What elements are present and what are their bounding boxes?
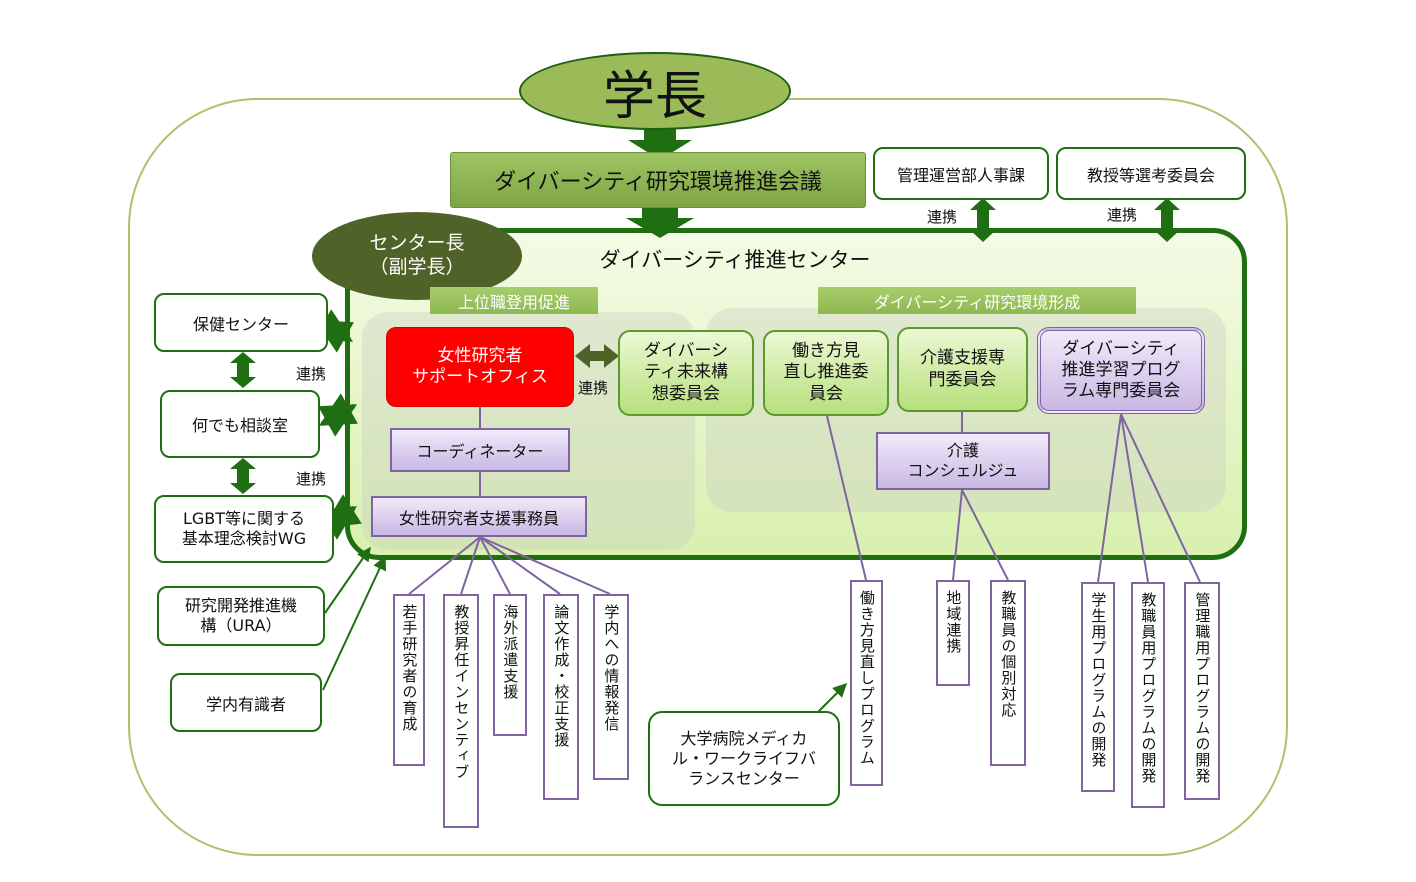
double-arrow-icon (317, 393, 359, 437)
arrow-line (322, 555, 387, 691)
experts-node: 学内有識者 (170, 673, 322, 732)
task-promotion-incentive: 教授昇任インセンティブ (443, 594, 479, 828)
arrow-line (817, 683, 847, 713)
care-committee-label: 介護支援専 門委員会 (920, 348, 1005, 390)
task-student-program: 学生用プログラムの開発 (1081, 582, 1115, 792)
center-head-label: センター長 （副学長） (369, 232, 465, 278)
selection-committee-node: 教授等選考委員会 (1056, 147, 1246, 200)
double-arrow-icon (230, 352, 256, 388)
task-staff-program: 教職員用プログラムの開発 (1131, 582, 1165, 808)
task-overseas-dispatch: 海外派遣支援 (493, 594, 527, 736)
women-researcher-office-node: 女性研究者 サポートオフィス (386, 327, 574, 407)
consultation-room-node: 何でも相談室 (160, 390, 320, 458)
support-staff-label: 女性研究者支援事務員 (398, 508, 559, 528)
cooperation-label: 連携 (578, 379, 609, 397)
cooperation-label: 連携 (296, 470, 327, 488)
task-manager-program: 管理職用プログラムの開発 (1184, 582, 1220, 800)
president-label: 学長 (602, 66, 707, 127)
health-center-node: 保健センター (154, 293, 328, 352)
center-title: ダイバーシティ推進センター (599, 248, 871, 272)
care-concierge-label: 介護 コンシェルジュ (907, 441, 1019, 480)
cooperation-label: 連携 (1107, 206, 1138, 224)
consultation-room-label: 何でも相談室 (191, 416, 288, 435)
council-node: ダイバーシティ研究環境推進会議 (450, 152, 866, 208)
task-info-dissemination: 学内への情報発信 (593, 594, 629, 780)
hr-division-node: 管理運営部人事課 (873, 147, 1049, 200)
research-environment-band: ダイバーシティ研究環境形成 (818, 287, 1136, 314)
promotion-band: 上位職登用促進 (430, 287, 598, 314)
arrow-line (324, 546, 371, 614)
experts-label: 学内有識者 (205, 694, 286, 714)
future-committee-label: ダイバーシ ティ未来構 想委員会 (643, 341, 729, 404)
future-committee-node: ダイバーシ ティ未来構 想委員会 (618, 330, 754, 416)
hospital-worklife-center-node: 大学病院メディカ ル・ワークライフバ ランスセンター (648, 711, 840, 806)
work-style-committee-label: 働き方見 直し推進委 員会 (783, 341, 869, 404)
cooperation-label: 連携 (927, 208, 958, 226)
hospital-worklife-center-label: 大学病院メディカ ル・ワークライフバ ランスセンター (671, 728, 816, 788)
double-arrow-icon (575, 344, 619, 368)
program-committee-label: ダイバーシティ 推進学習プログ ラム専門委員会 (1061, 338, 1181, 402)
lgbt-wg-label: LGBT等に関する 基本理念検討WG (181, 509, 307, 548)
lgbt-wg-node: LGBT等に関する 基本理念検討WG (154, 495, 334, 563)
coordinator-label: コーディネーター (416, 442, 544, 461)
care-committee-node: 介護支援専 門委員会 (897, 327, 1028, 412)
down-arrow-icon (628, 122, 692, 160)
task-young-researchers: 若手研究者の育成 (393, 594, 425, 766)
program-committee-node: ダイバーシティ 推進学習プログ ラム専門委員会 (1037, 327, 1205, 414)
coordinator-node: コーディネーター (390, 428, 570, 472)
women-researcher-office-label: 女性研究者 サポートオフィス (412, 345, 548, 387)
ura-label: 研究開発推進機 構（URA） (184, 596, 297, 635)
purple-connectors (408, 407, 1201, 595)
task-paper-support: 論文作成・校正支援 (543, 594, 579, 800)
president-node: 学長 (519, 52, 791, 130)
care-concierge-node: 介護 コンシェルジュ (876, 432, 1050, 490)
selection-committee-label: 教授等選考委員会 (1086, 165, 1215, 185)
work-style-committee-node: 働き方見 直し推進委 員会 (763, 330, 889, 416)
council-label: ダイバーシティ研究環境推進会議 (494, 170, 822, 195)
double-arrow-icon (230, 458, 256, 494)
center-head-node: センター長 （副学長） (312, 212, 522, 300)
double-arrow-icon (1154, 198, 1180, 242)
ura-node: 研究開発推進機 構（URA） (157, 586, 325, 646)
task-staff-individual-support: 教職員の個別対応 (990, 580, 1026, 766)
down-arrow-icon (626, 208, 694, 238)
health-center-label: 保健センター (192, 314, 289, 334)
hr-division-label: 管理運営部人事課 (896, 165, 1025, 185)
task-work-style-program: 働き方見直しプログラム (850, 580, 883, 786)
double-arrow-icon (970, 198, 996, 242)
cooperation-label: 連携 (296, 365, 327, 383)
task-community-cooperation: 地域連携 (936, 580, 970, 686)
support-staff-node: 女性研究者支援事務員 (371, 496, 587, 537)
